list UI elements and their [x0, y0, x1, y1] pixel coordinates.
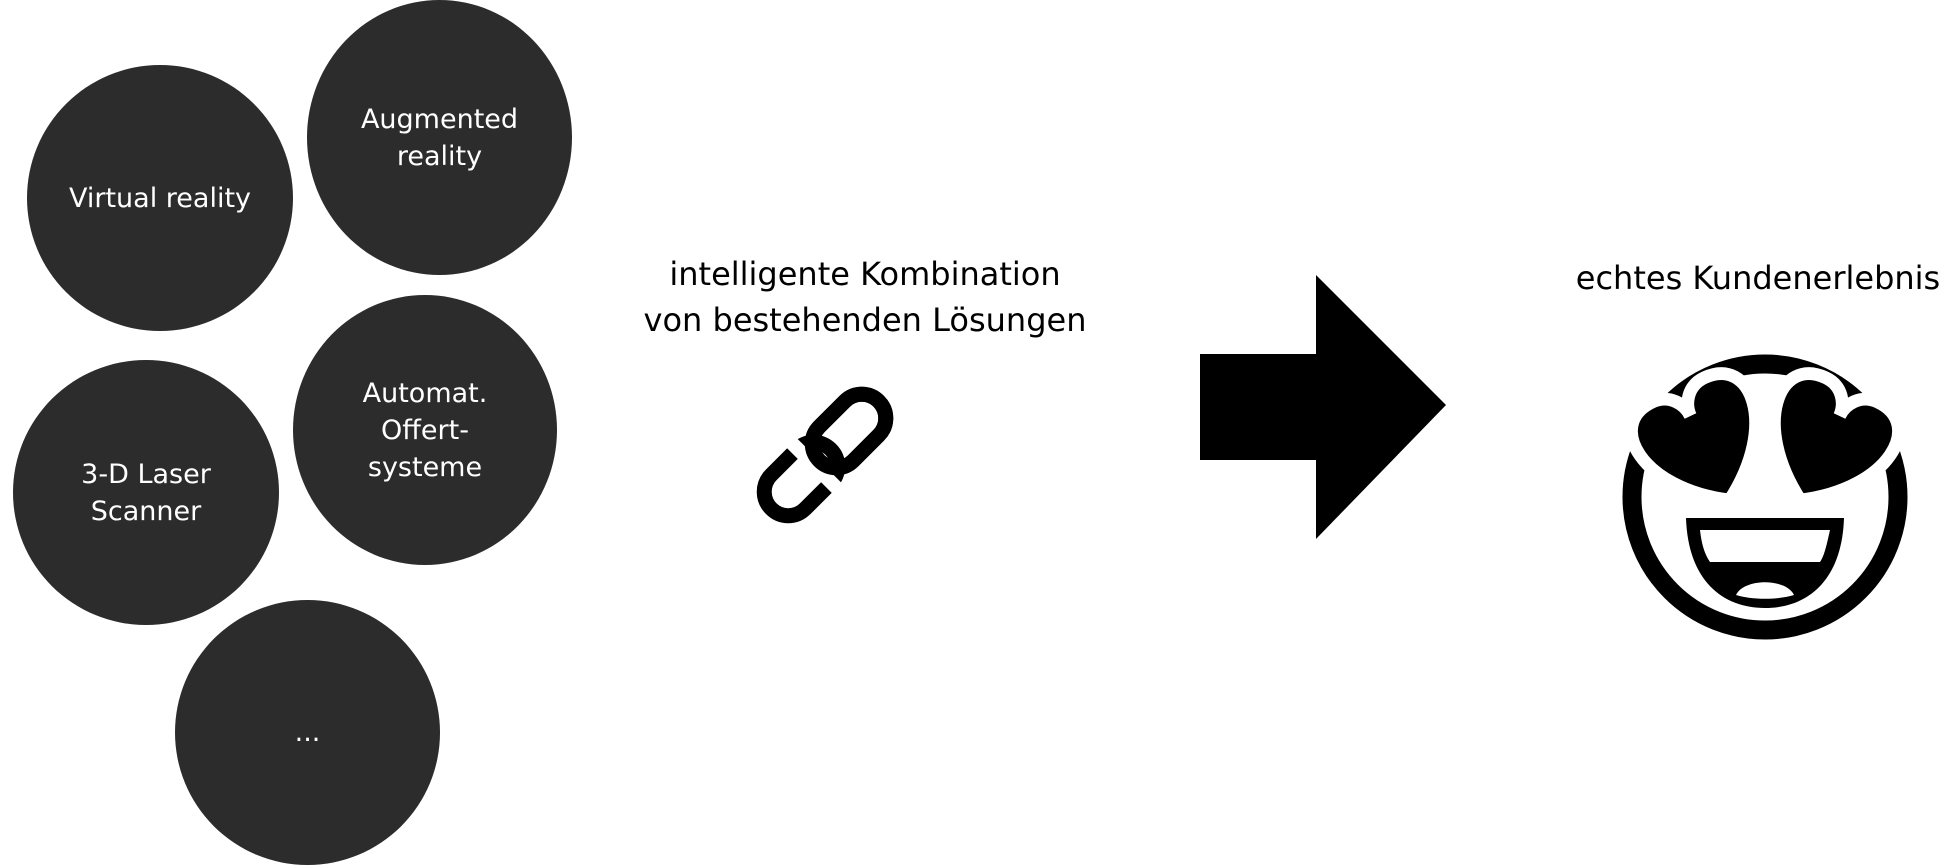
- bubble-label: Augmented reality: [360, 103, 519, 172]
- bubble-more: ...: [175, 600, 440, 865]
- heart-eyes-smiley-icon: [1622, 354, 1908, 640]
- link-icon: [756, 386, 894, 524]
- bubble-augmented-reality: Augmented reality: [307, 0, 572, 275]
- bubble-virtual-reality: Virtual reality: [27, 65, 293, 331]
- bubble-label: 3-D Laser Scanner: [81, 458, 211, 527]
- arrow-right-icon: [1200, 275, 1446, 539]
- result-caption: echtes Kundenerlebnis: [1575, 259, 1941, 297]
- bubble-automat-offertsysteme: Automat. Offert- systeme: [293, 295, 557, 565]
- bubble-3d-laser-scanner: 3-D Laser Scanner: [13, 360, 279, 625]
- bubble-label: Virtual reality: [68, 182, 252, 214]
- bubble-label: ...: [294, 717, 321, 748]
- combination-caption: intelligente Kombination von bestehenden…: [643, 255, 1087, 339]
- bubble-label: Automat. Offert- systeme: [362, 377, 488, 483]
